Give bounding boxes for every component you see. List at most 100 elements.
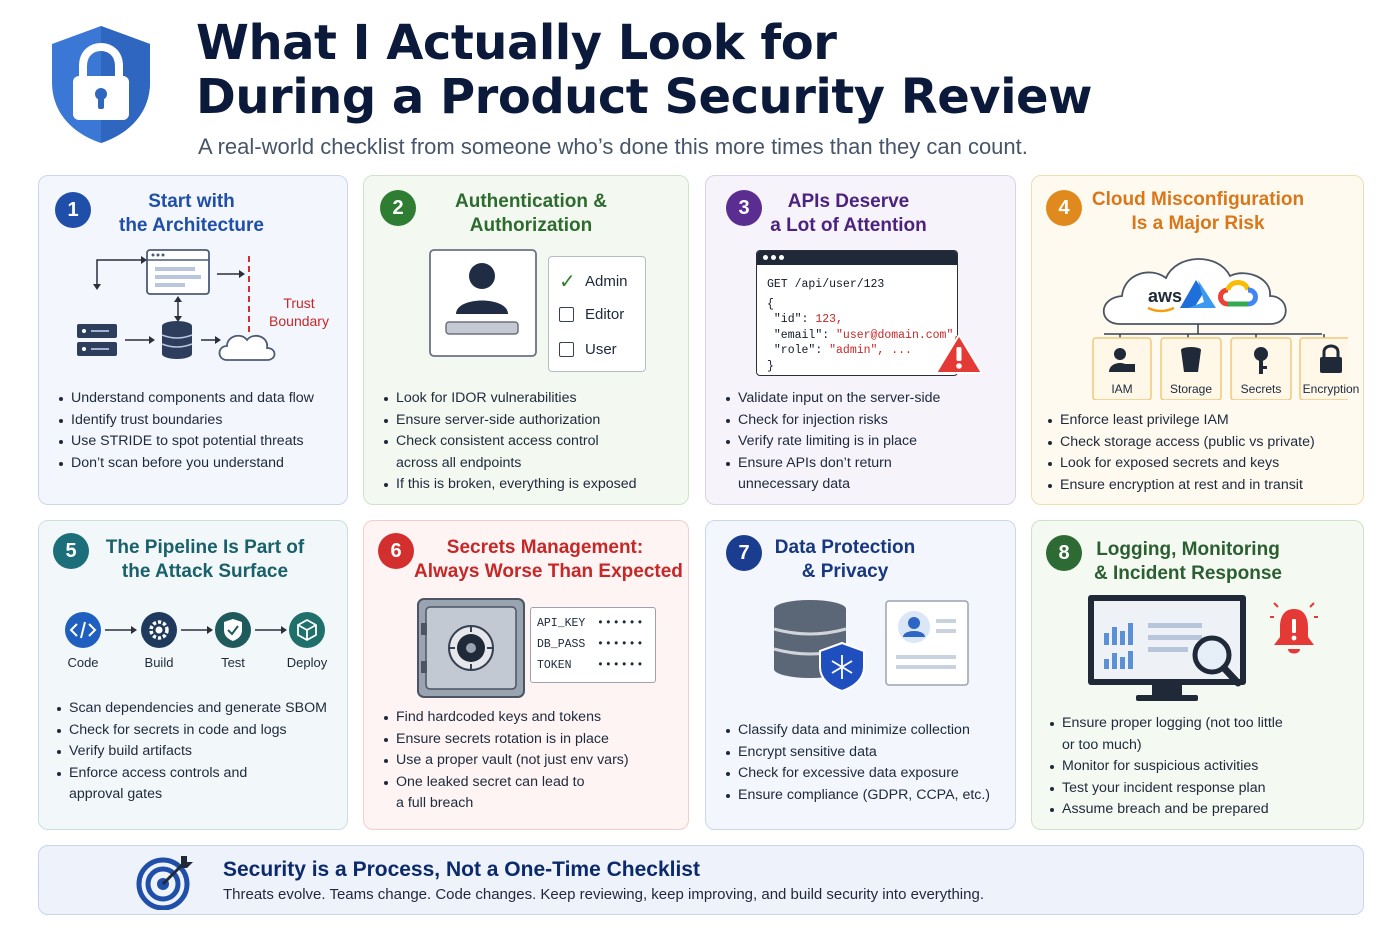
card-number: 5	[53, 533, 89, 569]
list-item: Check for excessive data exposure	[726, 763, 990, 785]
list-item: Verify rate limiting is in place	[726, 431, 940, 453]
shield-lock-icon	[52, 26, 150, 143]
pipeline-diagram	[65, 612, 325, 648]
list-item: Validate input on the server-side	[726, 388, 940, 410]
alert-bell-icon	[1270, 602, 1318, 654]
list-item: Understand components and data flow	[59, 388, 314, 410]
title-line-1: What I Actually Look for	[196, 15, 837, 71]
request-line: GET /api/user/123	[767, 278, 885, 291]
card-title: APIs Deserve a Lot of Attention	[770, 191, 927, 236]
card-number: 6	[378, 533, 414, 569]
list-item: Identify trust boundaries	[59, 410, 314, 432]
azure-logo-icon	[1180, 280, 1216, 308]
list-item: Check for injection risks	[726, 410, 940, 432]
page-subtitle: A real-world checklist from someone who’…	[198, 134, 1028, 159]
bullet-list: Understand components and data flow Iden…	[59, 388, 314, 474]
stage-label: Build	[144, 655, 174, 670]
id-card-icon	[885, 600, 969, 686]
bucket-icon	[1181, 347, 1201, 372]
role-option-user[interactable]: User	[559, 341, 617, 358]
user-lock-icon	[1109, 348, 1135, 372]
card-title: Cloud Misconfiguration Is a Major Risk	[1091, 189, 1305, 234]
footer-banner: Security is a Process, Not a One-Time Ch…	[38, 845, 1364, 915]
package-icon	[289, 612, 325, 648]
secret-row: API_KEY••••••	[537, 617, 645, 630]
code-icon	[65, 612, 101, 648]
bullet-list: Validate input on the server-side Check …	[726, 388, 940, 496]
list-item: Ensure encryption at rest and in transit	[1048, 475, 1315, 497]
trust-boundary-label-2: Boundary	[269, 313, 329, 329]
card-apis: 3 APIs Deserve a Lot of Attention GET /a…	[705, 175, 1016, 505]
window-titlebar	[757, 251, 957, 265]
database-icon	[161, 321, 193, 359]
page-title: What I Actually Look for During a Produc…	[196, 16, 1092, 124]
card-logging: 8 Logging, Monitoring & Incident Respons…	[1031, 520, 1364, 830]
bullet-list: Scan dependencies and generate SBOM Chec…	[57, 698, 327, 806]
list-item: Ensure server-side authorization	[384, 410, 637, 432]
key-icon	[1254, 347, 1268, 374]
card-title: Authentication & Authorization	[455, 191, 607, 236]
list-item: Find hardcoded keys and tokens	[384, 707, 629, 729]
role-label: User	[585, 341, 617, 358]
service-label: IAM	[1111, 382, 1133, 396]
card-data-protection: 7 Data Protection & Privacy Classify dat…	[705, 520, 1016, 830]
bullet-list: Classify data and minimize collection En…	[726, 720, 990, 806]
card-number: 2	[380, 190, 416, 226]
secret-row: DB_PASS••••••	[537, 638, 645, 651]
role-list: ✓ Admin Editor User	[548, 256, 646, 372]
list-item: Monitor for suspicious activities	[1050, 756, 1283, 778]
role-option-admin[interactable]: ✓ Admin	[559, 269, 628, 294]
browser-window-icon	[146, 249, 210, 295]
list-item: Test your incident response plan	[1050, 778, 1283, 800]
card-number: 8	[1046, 535, 1082, 571]
list-item: Use STRIDE to spot potential threats	[59, 431, 314, 453]
checkbox-icon	[559, 342, 574, 357]
google-cloud-logo-icon	[1218, 280, 1258, 307]
role-label: Admin	[585, 273, 628, 290]
list-item: Ensure secrets rotation is in place	[384, 729, 629, 751]
stage-label: Test	[221, 655, 245, 670]
card-title: The Pipeline Is Part of the Attack Surfa…	[105, 537, 305, 582]
bullet-list: Look for IDOR vulnerabilities Ensure ser…	[384, 388, 637, 496]
card-secrets: 6 Secrets Management: Always Worse Than …	[363, 520, 689, 830]
service-label: Encryption	[1302, 382, 1360, 396]
role-label: Editor	[585, 306, 625, 323]
trust-boundary-label-1: Trust	[283, 295, 314, 311]
monitor-dashboard-icon	[1088, 595, 1246, 701]
card-number: 4	[1046, 190, 1082, 226]
target-icon	[136, 856, 193, 910]
test-shield-icon	[215, 612, 251, 648]
role-option-editor[interactable]: Editor	[559, 306, 624, 323]
checkbox-icon	[559, 307, 574, 322]
gear-icon	[141, 612, 177, 648]
bullet-list: Enforce least privilege IAM Check storag…	[1048, 410, 1315, 496]
service-label: Secrets	[1240, 382, 1282, 396]
server-icon	[77, 324, 117, 356]
card-number: 3	[726, 190, 762, 226]
card-number: 7	[726, 535, 762, 571]
card-title: Data Protection & Privacy	[774, 537, 916, 582]
check-icon: ✓	[559, 271, 576, 293]
secrets-list: API_KEY•••••• DB_PASS•••••• TOKEN••••••	[530, 607, 656, 683]
list-item: Check for secrets in code and logs	[57, 720, 327, 742]
vault-icon	[417, 598, 525, 698]
list-item: Look for exposed secrets and keys	[1048, 453, 1315, 475]
card-number: 1	[55, 192, 91, 228]
bullet-list: Find hardcoded keys and tokens Ensure se…	[384, 707, 629, 815]
list-item: Classify data and minimize collection	[726, 720, 990, 742]
stage-label: Deploy	[286, 655, 328, 670]
list-item: Encrypt sensitive data	[726, 742, 990, 764]
list-item: Scan dependencies and generate SBOM	[57, 698, 327, 720]
code-window: GET /api/user/123 { "id": 123, "email": …	[756, 250, 958, 376]
secret-row: TOKEN••••••	[537, 659, 645, 672]
architecture-diagram: Trust Boundary	[77, 249, 329, 361]
stage-label: Code	[67, 655, 99, 670]
user-profile-card-icon	[429, 249, 537, 357]
cloud-icon	[218, 334, 276, 361]
list-item: Ensure compliance (GDPR, CCPA, etc.)	[726, 785, 990, 807]
